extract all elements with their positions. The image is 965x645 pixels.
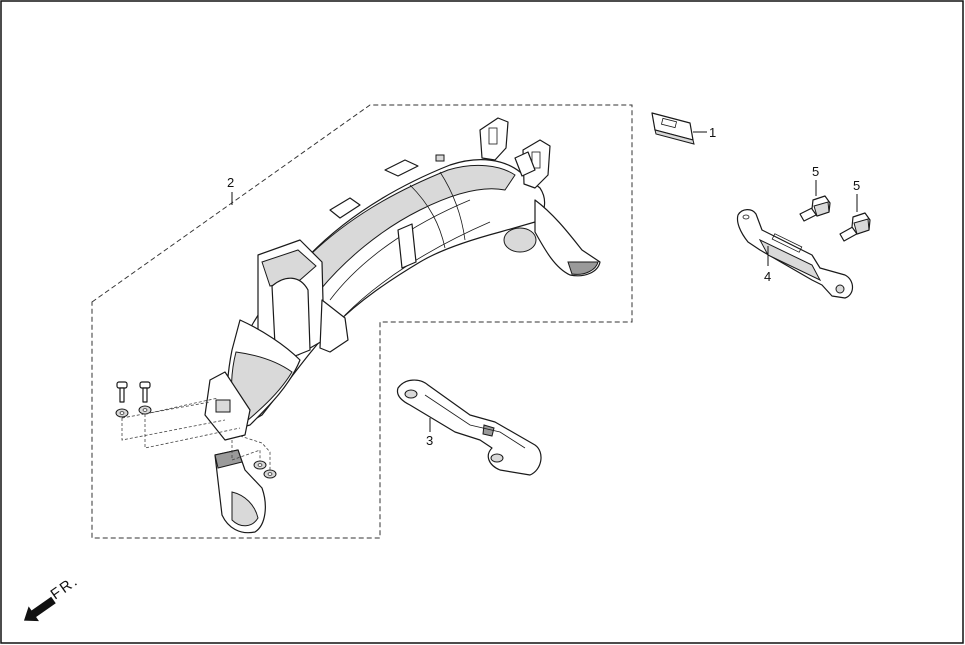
- mounting-bracket-3: [396, 379, 542, 476]
- callout-part-3: 3: [426, 433, 433, 448]
- flange-bolt-a: [799, 195, 831, 222]
- flange-bolt-b: [839, 212, 871, 242]
- washer-set-right: [231, 435, 277, 479]
- assembly-boundary-part-2: [91, 104, 633, 539]
- callout-part-2: 2: [227, 175, 234, 190]
- callout-part-5a: 5: [812, 164, 819, 179]
- reflector-plate: [651, 112, 695, 145]
- callout-part-4: 4: [764, 269, 771, 284]
- callout-part-5b: 5: [853, 178, 860, 193]
- front-direction-label: FR.: [48, 572, 82, 603]
- front-direction-arrow-icon: [23, 596, 56, 622]
- screw-set-left: [115, 381, 241, 449]
- mud-flap: [214, 449, 266, 534]
- rear-fender: [204, 117, 601, 441]
- callout-part-1: 1: [709, 125, 716, 140]
- mounting-bracket-4: [736, 209, 854, 299]
